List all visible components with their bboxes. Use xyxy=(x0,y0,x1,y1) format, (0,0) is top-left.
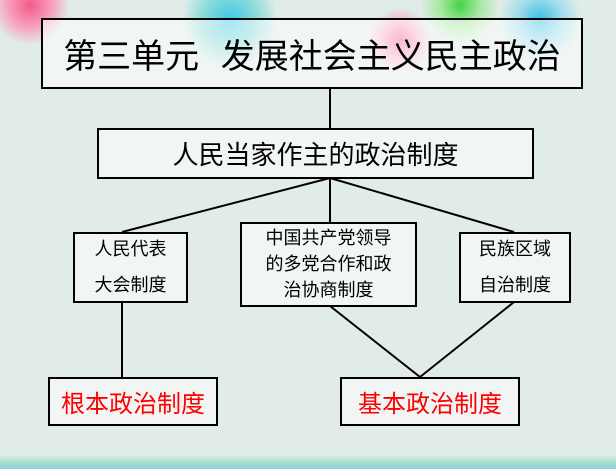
fundamental-system-box: 根本政治制度 xyxy=(48,377,218,426)
npc-line-1: 人民代表 xyxy=(94,238,167,260)
cpc-line-2: 的多党合作和政 xyxy=(265,253,392,275)
npc-box: 人民代表 大会制度 xyxy=(73,232,188,303)
regional-box: 民族区域 自治制度 xyxy=(459,232,571,303)
npc-line-2: 大会制度 xyxy=(94,274,167,296)
basic-system-text: 基本政治制度 xyxy=(358,390,502,418)
connector-system-to-regional xyxy=(329,177,515,233)
fundamental-system-text: 根本政治制度 xyxy=(61,390,205,418)
title-text: 第三单元 发展社会主义民主政治 xyxy=(63,37,561,77)
connector-regional-to-basic xyxy=(419,301,515,378)
connector-cpc-to-basic xyxy=(329,305,421,378)
title-box: 第三单元 发展社会主义民主政治 xyxy=(41,18,583,89)
system-box: 人民当家作主的政治制度 xyxy=(97,128,534,179)
basic-system-box: 基本政治制度 xyxy=(340,377,520,426)
system-text: 人民当家作主的政治制度 xyxy=(172,141,459,171)
connector-system-to-npc xyxy=(121,177,331,233)
cpc-line-1: 中国共产党领导 xyxy=(265,227,392,249)
cpc-box: 中国共产党领导 的多党合作和政 治协商制度 xyxy=(240,222,417,307)
cpc-line-3: 治协商制度 xyxy=(283,279,374,301)
regional-line-2: 自治制度 xyxy=(479,274,551,296)
regional-line-1: 民族区域 xyxy=(479,238,551,260)
